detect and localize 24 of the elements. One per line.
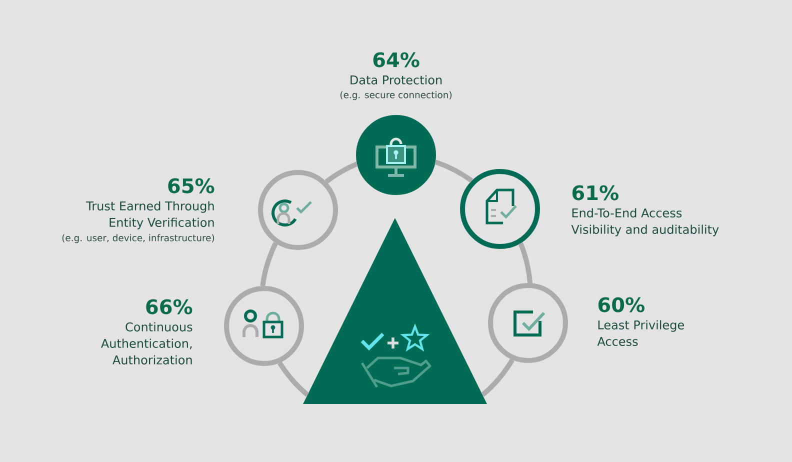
example-note: (e.g. user, device, infrastructure) xyxy=(62,234,214,244)
icon-circle xyxy=(488,282,568,363)
percentage: 65% xyxy=(168,178,214,194)
category-label: Least Privilege Access xyxy=(597,320,684,346)
icon-circle xyxy=(356,114,436,195)
percentage: 60% xyxy=(598,297,644,312)
category-label: Trust Earned Through Entity Verification xyxy=(86,201,214,230)
category-label: Data Protection xyxy=(350,75,442,84)
example-note: (e.g. secure connection) xyxy=(340,91,452,100)
arc-line xyxy=(260,242,278,286)
arc-line xyxy=(480,358,514,397)
triangle xyxy=(303,218,487,404)
icon-circle xyxy=(258,170,338,250)
arc-line xyxy=(278,361,310,397)
percentage: 66% xyxy=(146,299,192,314)
category-label: Continuous Authentication, Authorization xyxy=(101,322,192,364)
icon-circle xyxy=(460,169,540,249)
percentage: 61% xyxy=(572,185,618,200)
category-label: End-To-End Access Visibility and auditability xyxy=(571,208,719,236)
percentage: 64% xyxy=(373,52,420,68)
arc-line xyxy=(434,160,474,183)
arc-line xyxy=(324,162,358,184)
arc-line xyxy=(518,242,533,284)
icon-circle xyxy=(224,286,304,366)
